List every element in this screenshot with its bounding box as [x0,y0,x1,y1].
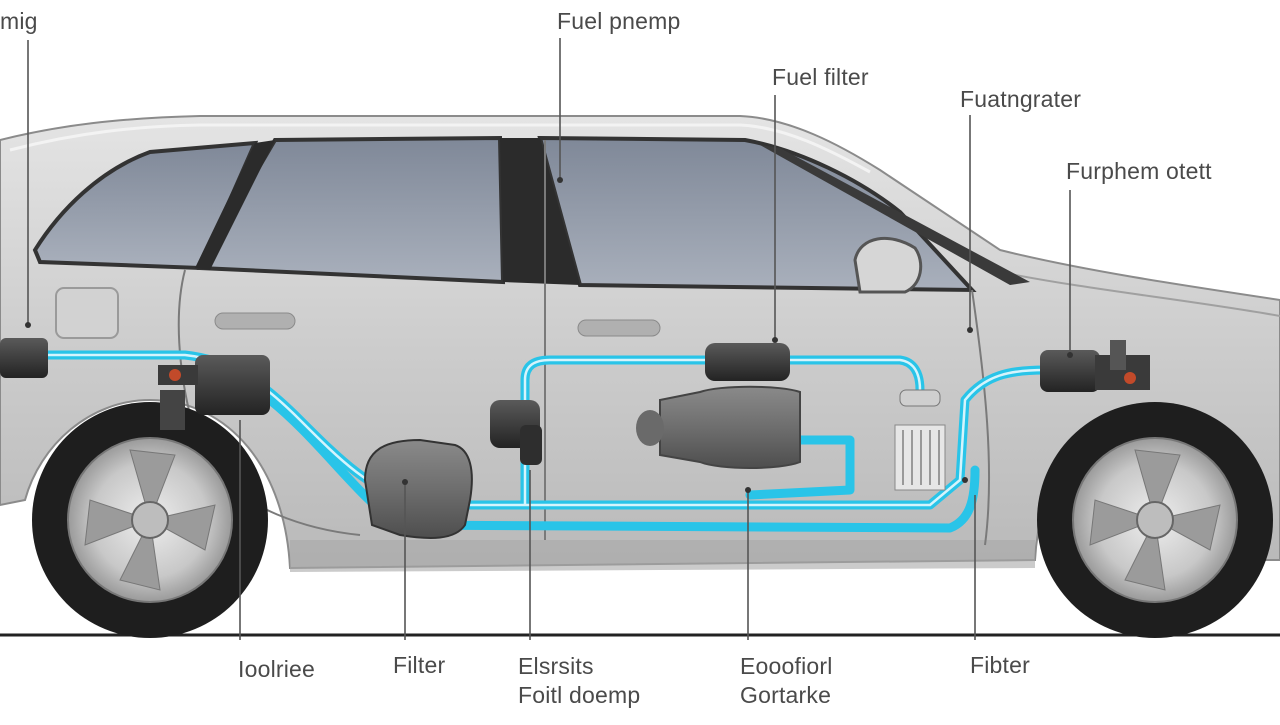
side-mirror [853,236,923,294]
label-bottom-3-line1: Elsrsits [518,653,594,679]
label-bottom-3: Elsrsits Foitl doemp [518,652,640,710]
rear-wheel [32,402,268,638]
fuel-inlet [0,338,48,378]
label-fuel-filter: Fuel filter [772,64,869,90]
fuel-tank [363,438,473,539]
front-injector-assembly [1040,340,1150,392]
label-top-right-2: Furphem otett [1066,158,1212,184]
front-wheel [1037,402,1273,638]
fuel-pump-unit [705,343,790,381]
label-fuel-pump: Fuel pnemp [557,8,681,34]
label-bottom-2: Filter [393,652,446,678]
components [0,338,1150,539]
fuel-filter-cylinder [659,385,801,469]
regulator [894,424,946,491]
label-bottom-5: Fibter [970,652,1030,678]
label-bottom-4-line1: Eooofiorl [740,653,833,679]
rear-injector-assembly [158,355,270,430]
label-bottom-4-line2: Gortarke [740,682,832,708]
door-handles [55,287,661,339]
label-top-right-1: Fuatngrater [960,86,1082,112]
label-top-left: mig [0,8,38,34]
label-bottom-1: Ioolriee [238,656,316,682]
label-bottom-3-line2: Foitl doemp [518,682,641,708]
label-bottom-4: Eooofiorl Gortarke [740,652,833,710]
leader-lines [27,38,1071,640]
